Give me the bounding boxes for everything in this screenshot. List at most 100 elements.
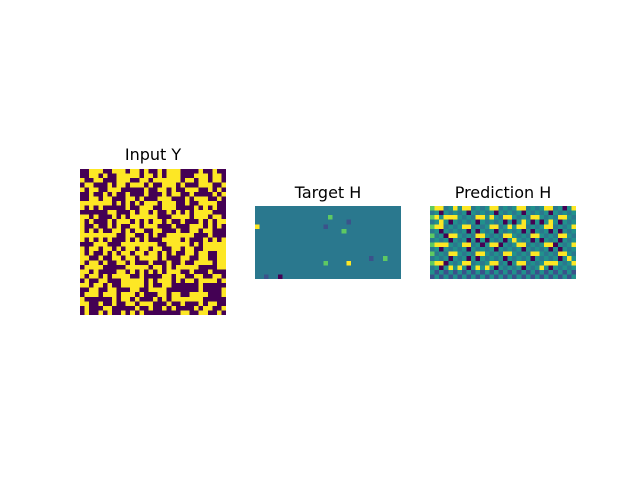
input-y-cell (148, 278, 154, 284)
prediction-h-cell (530, 228, 536, 234)
target-h-cell (268, 260, 274, 266)
input-y-cell (171, 182, 177, 188)
input-y-cell (162, 205, 168, 211)
input-y-cell (203, 205, 209, 211)
input-y-cell (162, 191, 168, 197)
input-y-cell (89, 296, 95, 302)
prediction-h-cell (503, 260, 508, 266)
input-y-cell (125, 278, 131, 284)
input-y-cell (207, 178, 213, 184)
input-y-cell (212, 260, 218, 266)
target-h-cell (337, 269, 343, 275)
input-y-cell (102, 260, 108, 266)
target-h-cell (355, 251, 361, 257)
input-y-cell (212, 200, 218, 206)
input-y-cell (102, 301, 108, 307)
target-h-cell (300, 237, 306, 243)
input-y-cell (111, 200, 117, 206)
input-y-cell (184, 219, 190, 225)
input-y-cell (143, 246, 149, 252)
prediction-h-cell (557, 274, 563, 279)
input-y-cell (89, 219, 95, 225)
target-h-cell (337, 210, 343, 216)
input-y-cell (98, 173, 104, 179)
input-y-cell (162, 278, 168, 284)
target-h-cell (314, 233, 320, 239)
input-y-cell (166, 232, 172, 238)
prediction-h-cell (544, 256, 550, 262)
prediction-h-cell (539, 233, 545, 239)
prediction-h-cell (452, 224, 458, 230)
prediction-h-cell (484, 247, 490, 253)
input-y-cell (194, 310, 200, 315)
target-h-cell (282, 237, 288, 243)
input-y-cell (221, 169, 226, 174)
input-y-cell (111, 196, 117, 202)
prediction-h-cell (461, 206, 467, 211)
input-y-cell (80, 273, 85, 279)
target-h-cell (277, 251, 283, 257)
target-h-cell (296, 210, 302, 216)
input-y-cell (121, 292, 127, 298)
input-y-cell (194, 283, 200, 289)
input-y-cell (143, 305, 149, 311)
prediction-h-cell (544, 210, 550, 216)
input-y-cell (102, 173, 108, 179)
target-h-cell (337, 251, 343, 257)
prediction-h-cell (507, 219, 513, 225)
prediction-h-cell (430, 274, 435, 279)
target-h-cell (268, 215, 274, 221)
input-y-cell (207, 169, 213, 174)
input-y-cell (212, 196, 218, 202)
target-h-cell (314, 219, 320, 225)
input-y-cell (107, 205, 113, 211)
input-y-cell (121, 301, 127, 307)
input-y-cell (221, 287, 226, 293)
prediction-h-cell (516, 265, 522, 271)
prediction-h-cell (521, 265, 527, 271)
target-h-cell (391, 247, 397, 253)
input-y-cell (102, 292, 108, 298)
target-h-cell (273, 210, 279, 216)
prediction-h-cell (534, 274, 540, 279)
input-y-cell (84, 169, 90, 174)
input-y-cell (162, 173, 168, 179)
prediction-h-cell (443, 237, 449, 243)
prediction-h-cell (493, 256, 499, 262)
input-y-cell (221, 269, 226, 275)
prediction-h-cell (443, 251, 449, 257)
prediction-h-cell (489, 251, 495, 257)
input-y-cell (80, 228, 85, 234)
input-y-cell (212, 292, 218, 298)
target-h-cell (337, 219, 343, 225)
input-y-cell (125, 292, 131, 298)
target-h-cell (364, 256, 370, 262)
input-y-cell (98, 296, 104, 302)
input-y-cell (84, 301, 90, 307)
prediction-h-cell (530, 256, 536, 262)
prediction-h-cell (439, 265, 445, 271)
input-y-cell (84, 305, 90, 311)
input-y-cell (143, 200, 149, 206)
target-h-cell (337, 265, 343, 271)
input-y-cell (216, 283, 222, 289)
prediction-h-cell (557, 260, 563, 266)
prediction-h-cell (516, 210, 522, 216)
prediction-h-cell (461, 215, 467, 221)
input-y-cell (166, 269, 172, 275)
input-y-cell (84, 187, 90, 193)
prediction-h-cell (452, 256, 458, 262)
target-h-cell (318, 228, 324, 234)
prediction-h-cell (434, 206, 440, 211)
input-y-cell (111, 205, 117, 211)
prediction-h-cell (434, 215, 440, 221)
input-y-cell (189, 283, 195, 289)
target-h-cell (337, 206, 343, 211)
input-y-cell (184, 178, 190, 184)
input-y-cell (102, 310, 108, 315)
prediction-h-cell (466, 237, 472, 243)
target-h-cell (259, 265, 265, 271)
heatmap-target-h (255, 206, 401, 279)
input-y-cell (171, 242, 177, 247)
input-y-cell (162, 310, 168, 315)
